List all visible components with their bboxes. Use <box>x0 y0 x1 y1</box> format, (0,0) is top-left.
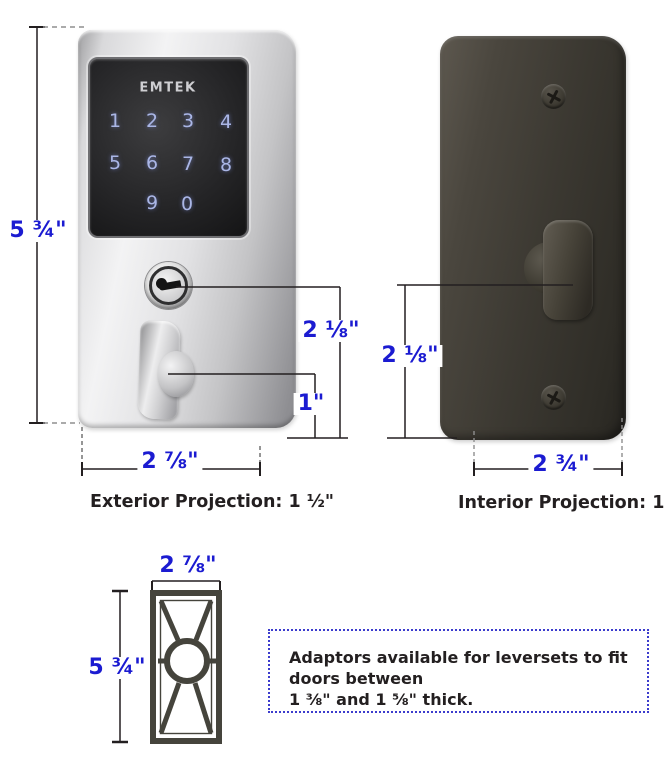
plate-strut-bl <box>158 682 182 734</box>
top-screw-icon <box>541 84 566 109</box>
adaptor-note-line1: Adaptors available for leversets to fit … <box>289 648 628 689</box>
plate-inner-frame <box>159 599 213 735</box>
bottom-screw-icon <box>541 385 566 410</box>
plate-height-label: 5 ¾" <box>84 657 150 679</box>
brand-logo: EMTEK <box>139 80 197 96</box>
key-slot-head-icon <box>156 278 167 289</box>
cylinder-ring-icon <box>149 266 188 305</box>
keypad-key-4: 4 <box>219 111 233 133</box>
plate-outer-frame <box>150 590 222 744</box>
keypad-key-1: 1 <box>108 110 122 132</box>
keypad-key-6: 6 <box>145 152 159 174</box>
ext-turn-offset-label: 1" <box>293 393 329 415</box>
adaptor-note-line2: 1 ⅜" and 1 ⅝" thick. <box>289 690 474 710</box>
plate-strut-tl <box>158 600 181 641</box>
ext-cylinder-offset-label: 2 ⅛" <box>298 320 364 342</box>
keypad-key-5: 5 <box>108 152 122 174</box>
plate-bore-circle <box>164 638 210 684</box>
plate-strut-br <box>192 682 214 734</box>
keypad-screen: EMTEK 1 2 3 4 5 6 7 8 9 0 <box>88 57 249 238</box>
keypad-key-7: 7 <box>181 153 195 175</box>
exterior-projection-text: Exterior Projection: 1 ½" <box>90 492 335 512</box>
exterior-turn-knob <box>158 351 194 397</box>
ext-width-label: 2 ⅞" <box>137 451 203 473</box>
keypad-key-0: 0 <box>180 193 194 215</box>
interior-projection-text: Interior Projection: 1 ¾" <box>458 493 671 513</box>
plate-strut-tr <box>193 600 214 641</box>
ext-height-label: 5 ¾" <box>5 220 71 242</box>
keypad-key-2: 2 <box>145 110 159 132</box>
key-cylinder <box>145 262 192 309</box>
thumbturn-bar <box>543 220 593 320</box>
keypad-key-3: 3 <box>181 110 195 132</box>
plate-width-label: 2 ⅞" <box>155 555 221 577</box>
interior-lock-body <box>440 36 626 440</box>
keypad-key-9: 9 <box>145 192 159 214</box>
int-width-label: 2 ¾" <box>528 454 594 476</box>
keypad-key-8: 8 <box>219 154 233 176</box>
adaptor-note-box: Adaptors available for leversets to fit … <box>268 629 649 713</box>
int-turn-offset-label: 2 ⅛" <box>377 345 443 367</box>
